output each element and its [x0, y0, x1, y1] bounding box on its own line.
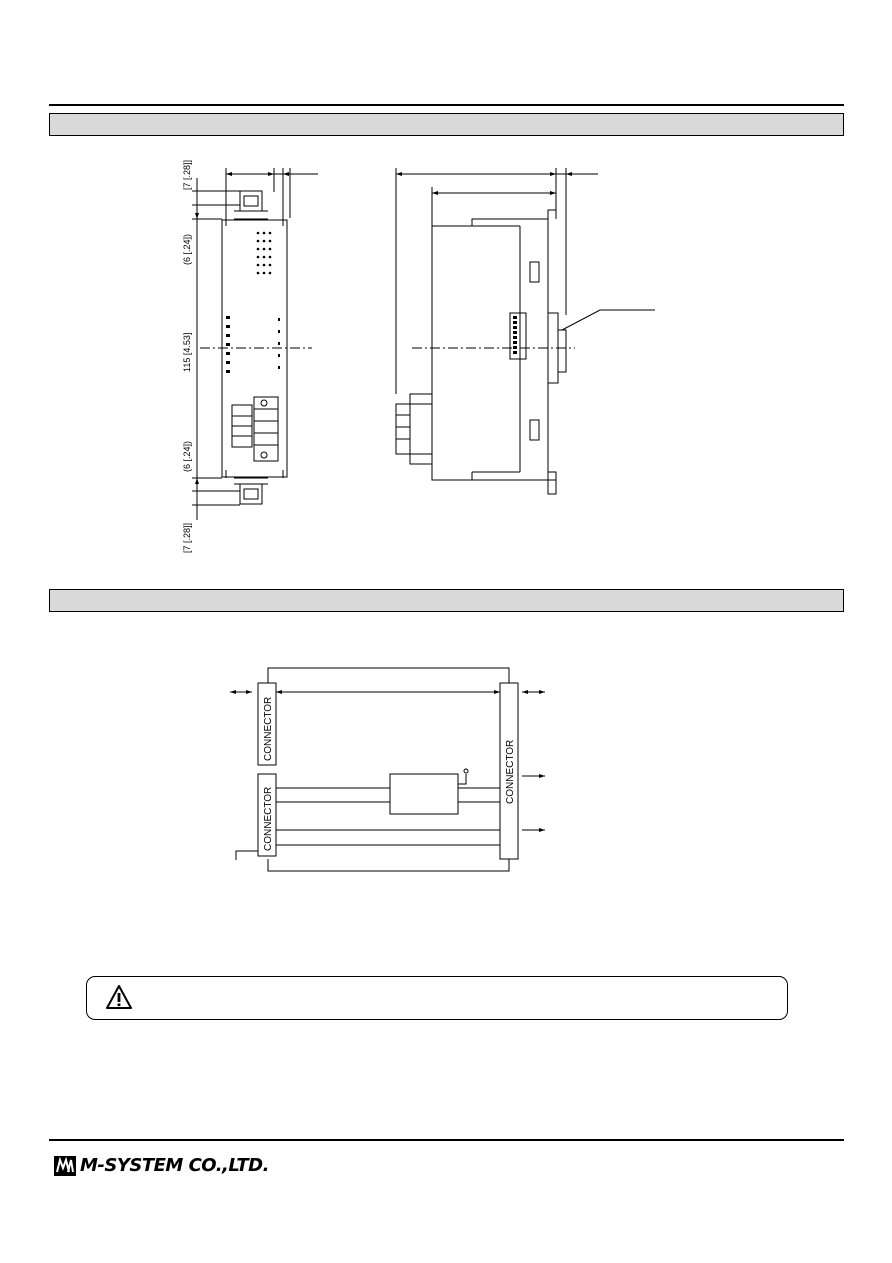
- dim-bottom-section: (6 [.24]): [182, 441, 192, 472]
- connector-right-box: [499, 682, 519, 860]
- section-header-dimensions: [49, 113, 844, 136]
- caution-box: [86, 976, 788, 1020]
- dim-body-height: 115 [4.53]: [182, 333, 192, 372]
- side-view-drawing: [395, 168, 655, 495]
- connector-left-top-label: CONNECTOR: [263, 697, 274, 761]
- front-view-drawing: [192, 168, 318, 520]
- m-system-logo-icon: [54, 1156, 76, 1176]
- warning-triangle-icon: [106, 985, 132, 1009]
- front-view-dots: [226, 231, 280, 373]
- dim-top-section: (6 [.24]): [182, 234, 192, 265]
- footer-rule: [49, 1139, 844, 1141]
- connector-left-bottom-box: [257, 773, 277, 857]
- connector-left-bottom-label: CONNECTOR: [263, 787, 274, 851]
- block-diagram-arrowheads: [230, 690, 545, 832]
- connector-right-label: CONNECTOR: [505, 740, 516, 804]
- dim-bottom-offset: [7 [.28]]: [182, 523, 192, 553]
- side-view-switch-dots: [513, 316, 517, 354]
- section-header-block-diagram: [49, 589, 844, 612]
- brand-logo: M-SYSTEM CO.,LTD.: [54, 1154, 269, 1178]
- dimension-arrowheads: [195, 172, 572, 484]
- dim-top-offset: [7 [.28]]: [182, 160, 192, 190]
- brand-name: M-SYSTEM CO.,LTD.: [80, 1155, 269, 1176]
- function-block: [389, 773, 459, 815]
- header-rule: [49, 104, 844, 106]
- connector-left-top-box: [257, 682, 277, 766]
- block-diagram: [230, 667, 545, 872]
